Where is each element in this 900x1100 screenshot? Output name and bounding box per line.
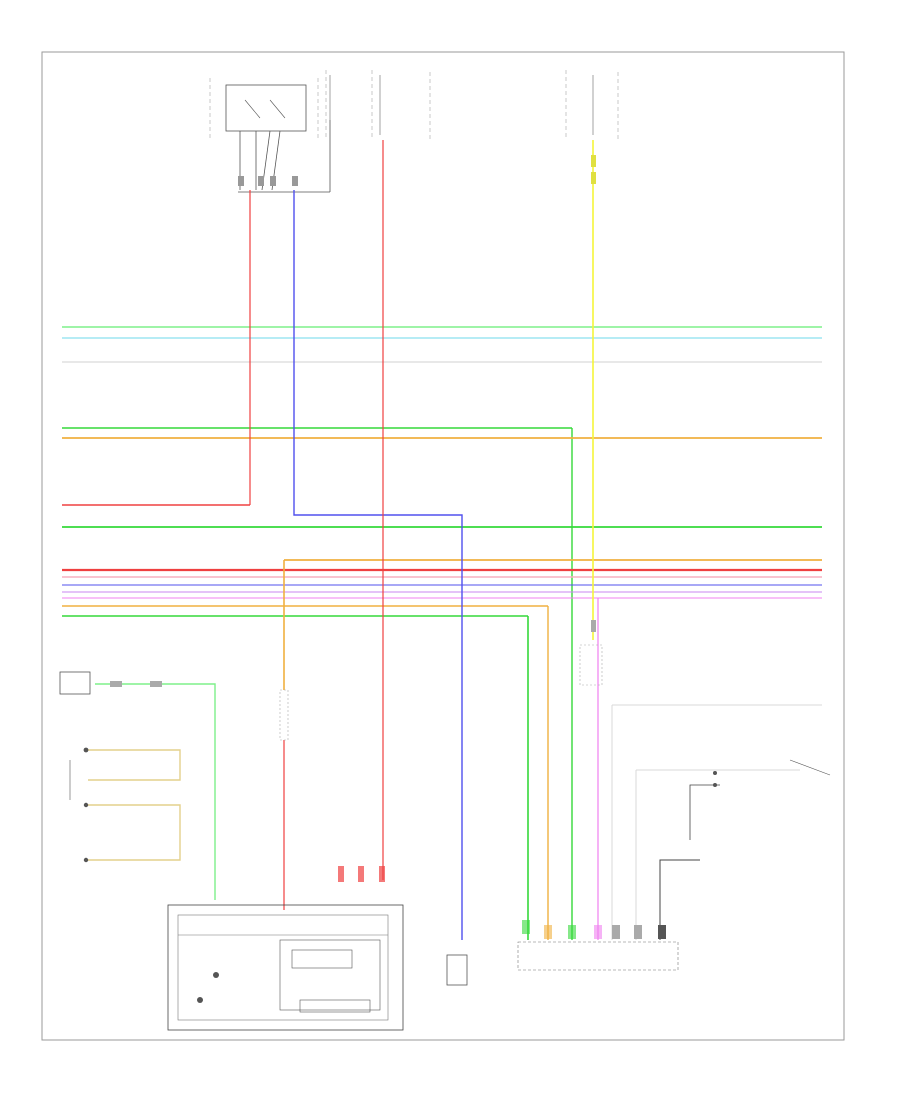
- data-link-connector: [446, 954, 468, 986]
- diagram-border: [41, 51, 845, 1041]
- hybrid-vehicle-control-ecu: [167, 866, 404, 1031]
- junction-connector: [279, 689, 289, 741]
- hot-at-all-times-fuse: [371, 70, 431, 140]
- power-management-ecu: [517, 920, 679, 971]
- hot-in-run-fuse: [565, 70, 619, 140]
- left-front-brake-switch: [69, 747, 89, 863]
- bus-wires: [62, 326, 822, 940]
- ignition-switch: [209, 78, 331, 193]
- hot-in-on-fuse: [325, 70, 331, 140]
- stop-lamp-switch: [579, 644, 831, 787]
- vertical-wires: [88, 140, 822, 940]
- yellow-wire-connectors: [591, 155, 596, 632]
- brake-actuator-terminal: [59, 671, 162, 695]
